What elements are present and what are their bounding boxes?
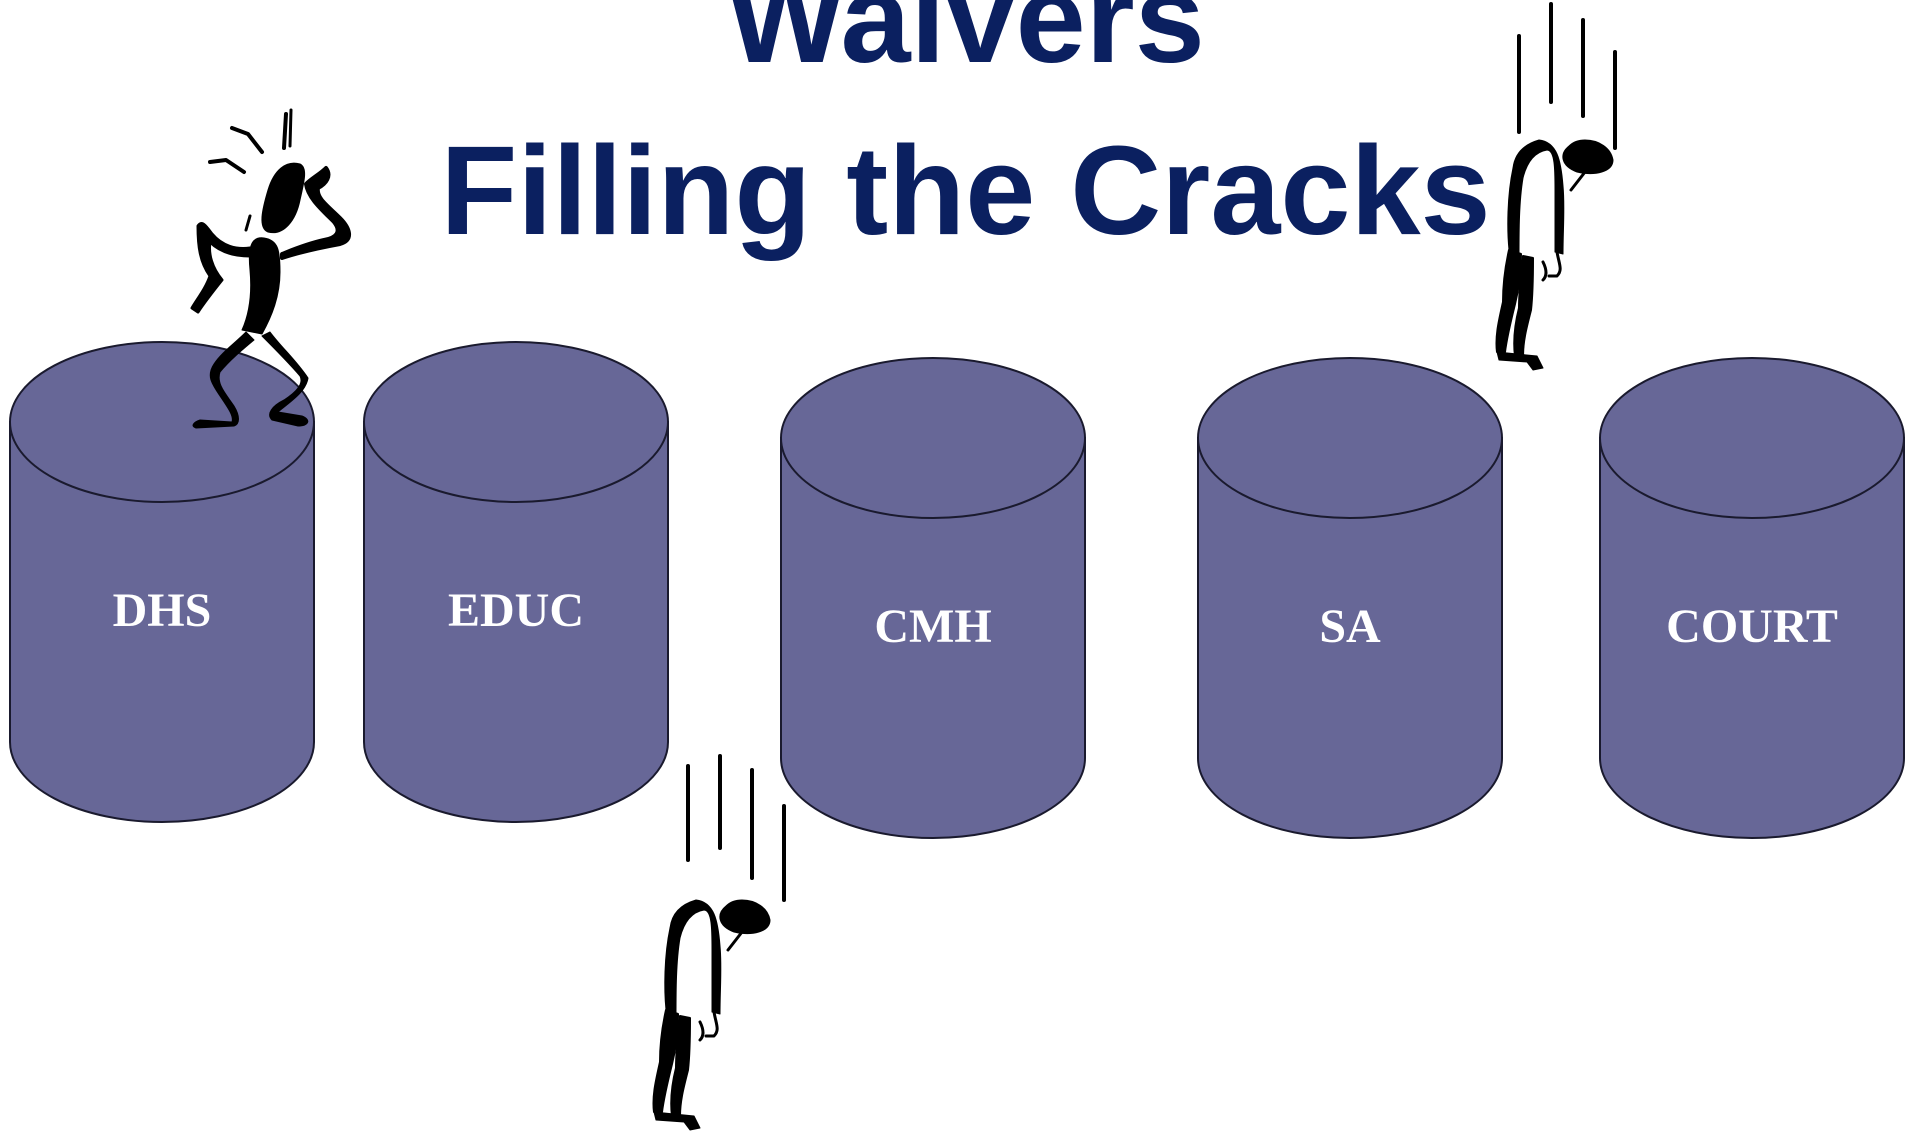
cylinder-body: [1599, 437, 1905, 839]
slide-title-line-1: Waivers: [726, 0, 1205, 89]
cylinder-label: EDUC: [448, 584, 584, 637]
cylinder-top: [9, 341, 315, 503]
falling-stick-figure: [1495, 2, 1617, 371]
slide-title-line-2: Filling the Cracks: [440, 120, 1491, 261]
cylinder-court: COURT: [1599, 357, 1905, 839]
cylinder-top: [363, 341, 669, 503]
cylinder-sa: SA: [1197, 357, 1503, 839]
cylinder-body: [9, 421, 315, 823]
cylinder-body: [363, 421, 669, 823]
cylinder-body: [1197, 437, 1503, 839]
cylinder-cmh: CMH: [780, 357, 1086, 839]
falling-stick-figure: [652, 754, 786, 1131]
cylinder-label: CMH: [874, 600, 991, 653]
cylinder-label: DHS: [113, 584, 212, 637]
cylinder-educ: EDUC: [363, 341, 669, 823]
cylinder-label: SA: [1319, 600, 1381, 653]
cylinder-dhs: DHS: [9, 341, 315, 823]
frustrated-stick-figure: [190, 108, 351, 429]
cylinder-top: [780, 357, 1086, 519]
cylinder-label: COURT: [1666, 600, 1838, 653]
cylinder-top: [1599, 357, 1905, 519]
cylinder-top: [1197, 357, 1503, 519]
cylinder-body: [780, 437, 1086, 839]
